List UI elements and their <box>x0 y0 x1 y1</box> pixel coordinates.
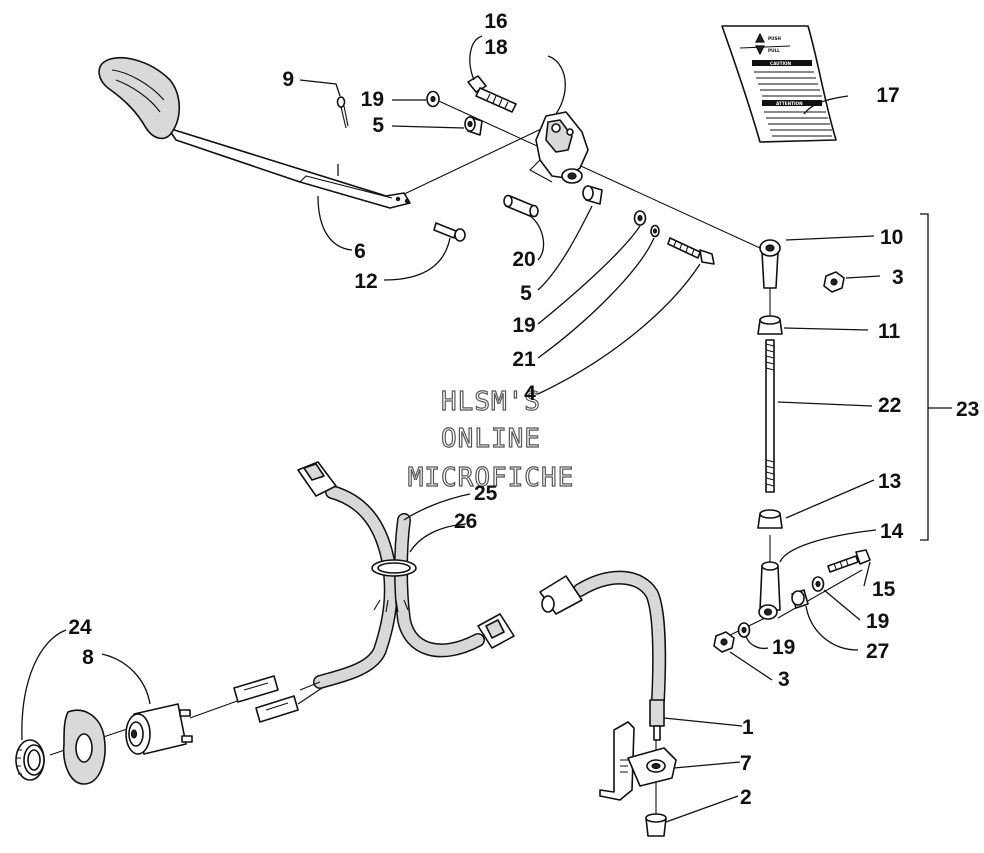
decal-pull: PULL <box>768 48 780 53</box>
harness-terminal-upper <box>233 675 279 703</box>
upper-bushing <box>464 116 483 136</box>
mounting-plate <box>62 709 106 785</box>
decal-attention: ATTENTION <box>776 101 803 106</box>
sensor-probe <box>649 699 665 741</box>
leader-lines <box>21 35 881 823</box>
lower-bushing <box>582 185 603 205</box>
lock-washer <box>650 224 660 238</box>
harness-connector-right <box>477 613 515 649</box>
lower-rod-washer-right <box>811 576 825 592</box>
callout-5-upper: 5 <box>372 114 384 137</box>
watermark: HLSM'S ONLINE MICROFICHE <box>407 386 575 493</box>
harness-connector-top <box>297 461 337 497</box>
cotter-pin <box>336 96 349 129</box>
callout-18: 18 <box>484 36 508 59</box>
watermark-line-3: MICROFICHE <box>408 463 575 493</box>
callout-19-right: 19 <box>866 610 889 633</box>
callout-2: 2 <box>740 786 752 809</box>
callout-19-upper: 19 <box>361 88 384 111</box>
callout-13: 13 <box>878 470 901 493</box>
sensor-bracket <box>599 721 677 801</box>
callout-3-upper: 3 <box>892 266 904 289</box>
rod-end-upper <box>759 239 781 289</box>
callout-3-lower: 3 <box>778 668 790 691</box>
callout-25: 25 <box>474 482 498 505</box>
callout-5-lower: 5 <box>520 282 532 305</box>
callout-15: 15 <box>872 578 896 601</box>
clevis-pin <box>433 222 466 242</box>
callout-27: 27 <box>866 640 889 663</box>
threaded-rod <box>765 339 775 493</box>
pivot-bracket <box>529 111 589 184</box>
callout-10: 10 <box>880 226 903 249</box>
callout-7: 7 <box>740 752 752 775</box>
spacer-sleeve <box>503 194 539 218</box>
callout-19-lower: 19 <box>772 636 795 659</box>
callout-23: 23 <box>956 398 979 421</box>
callout-1: 1 <box>742 716 754 739</box>
pivot-bolt <box>467 75 517 113</box>
callout-14: 14 <box>880 520 904 543</box>
lower-washer <box>633 210 647 226</box>
callout-12: 12 <box>354 270 377 293</box>
lower-rod-spacer <box>791 589 809 609</box>
sensor-cable <box>573 570 667 707</box>
callout-11: 11 <box>878 320 901 343</box>
callout-8: 8 <box>82 646 94 669</box>
callout-9: 9 <box>282 68 294 91</box>
callout-26: 26 <box>454 510 477 533</box>
nut-upper-side <box>823 271 845 293</box>
bezel-nut <box>15 739 45 781</box>
rod-end-lower <box>758 561 781 620</box>
assembly-bracket <box>920 213 929 541</box>
callout-16: 16 <box>484 10 507 33</box>
callout-17: 17 <box>876 84 899 107</box>
watermark-line-2: ONLINE <box>441 424 541 454</box>
lower-rod-washer-left <box>737 622 751 638</box>
decal-push: PUSH <box>768 36 781 41</box>
harness-terminal-lower <box>255 695 299 723</box>
callout-numbers: 9 19 5 16 18 17 6 12 20 5 19 21 4 10 3 1… <box>68 10 979 809</box>
callout-19-mid: 19 <box>512 314 535 337</box>
sensor-connector <box>539 575 583 615</box>
upper-washer <box>426 90 440 108</box>
jam-nut-upper <box>757 315 783 335</box>
jam-nut-lower <box>757 509 783 529</box>
callout-6: 6 <box>354 240 366 263</box>
lower-rod-bolt <box>827 549 871 573</box>
callout-4: 4 <box>524 382 536 405</box>
sensor-screw <box>645 813 667 837</box>
wiring-harness <box>297 485 485 705</box>
switch-body <box>125 703 193 755</box>
watermark-line-1: HLSM'S <box>441 387 541 417</box>
callout-24: 24 <box>68 616 92 639</box>
decal-caution: CAUTION <box>770 61 792 66</box>
callout-22: 22 <box>878 394 901 417</box>
lower-rod-nut <box>713 631 735 653</box>
shift-lever <box>98 56 411 209</box>
shift-decal: PUSH PULL CAUTION ATTENTION <box>721 25 837 143</box>
lever-bolt <box>667 237 715 265</box>
callout-20: 20 <box>512 248 535 271</box>
callout-21: 21 <box>512 348 536 371</box>
